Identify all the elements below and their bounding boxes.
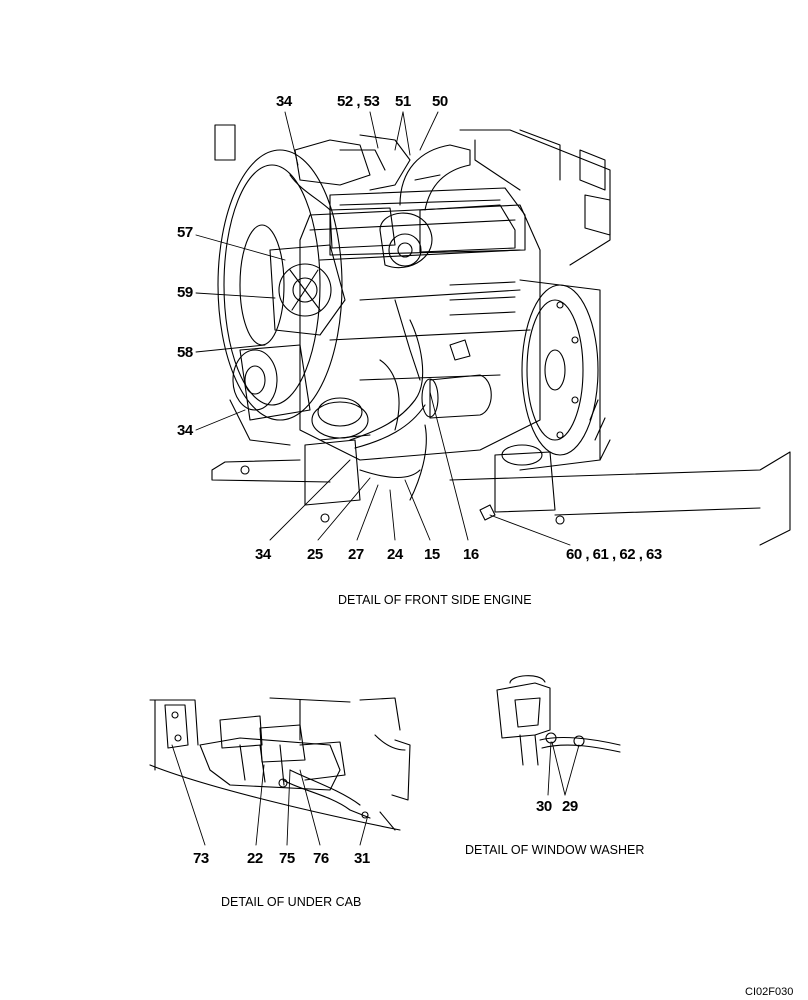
callout-25: 25	[307, 546, 323, 563]
callout-30: 30	[536, 798, 552, 815]
callout-73: 73	[193, 850, 209, 867]
callout-59: 59	[177, 284, 193, 301]
callout-29: 29	[562, 798, 578, 815]
callout-34-top: 34	[276, 93, 292, 110]
callout-27: 27	[348, 546, 364, 563]
caption-front-side-engine: DETAIL OF FRONT SIDE ENGINE	[338, 593, 532, 607]
drawing-code: CI02F030	[745, 986, 794, 998]
callout-76: 76	[313, 850, 329, 867]
callout-22: 22	[247, 850, 263, 867]
callout-15: 15	[424, 546, 440, 563]
callout-50: 50	[432, 93, 448, 110]
callout-24: 24	[387, 546, 403, 563]
under-cab-drawing	[149, 697, 411, 831]
callout-57: 57	[177, 224, 193, 241]
callout-58: 58	[177, 344, 193, 361]
callout-60-61-62-63: 60 , 61 , 62 , 63	[566, 546, 662, 563]
callout-34-bottom: 34	[255, 546, 271, 563]
callout-31: 31	[354, 850, 370, 867]
engine-drawing	[211, 124, 791, 546]
callout-52-53: 52 , 53	[337, 93, 380, 110]
callout-51: 51	[395, 93, 411, 110]
window-washer-drawing	[496, 675, 621, 766]
leader-lines	[171, 111, 580, 846]
callout-75: 75	[279, 850, 295, 867]
callout-16: 16	[463, 546, 479, 563]
callout-34-left: 34	[177, 422, 193, 439]
caption-window-washer: DETAIL OF WINDOW WASHER	[465, 843, 645, 857]
caption-under-cab: DETAIL OF UNDER CAB	[221, 895, 362, 909]
